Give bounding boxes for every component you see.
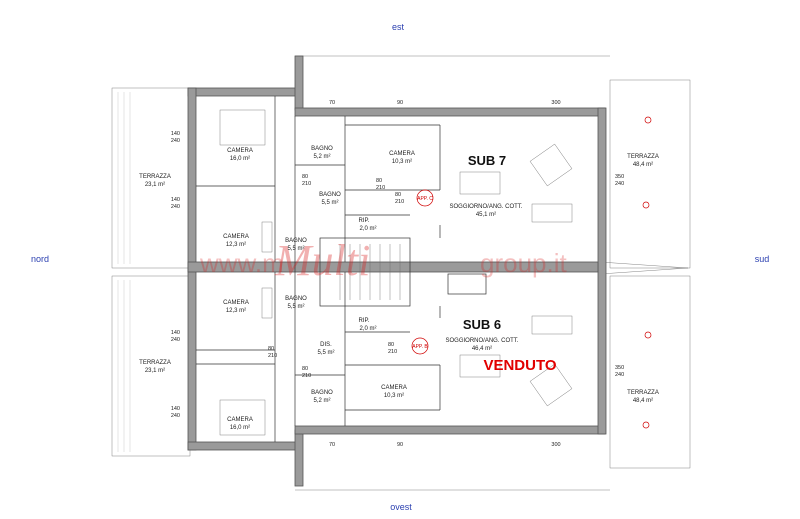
unit-sub7-label: SUB 7 [468, 153, 506, 168]
room-camera-bottom-right: CAMERA [381, 385, 407, 391]
dim-90: 90 [397, 100, 403, 106]
dimension-labels: 140 240 140 240 140 240 140 240 350 240 … [171, 100, 624, 448]
room-bagno-mid-bottom: BAGNO [285, 296, 307, 302]
area-bagno-top-b: 5,5 m² [321, 200, 338, 206]
sold-badge: VENDUTO [483, 357, 556, 374]
area-camera-top-right: 10,3 m² [392, 159, 412, 165]
dim-210: 210 [302, 181, 311, 187]
room-soggiorno-bottom: SOGGIORNO/ANG. COTT. [445, 338, 518, 344]
dim-240: 240 [615, 372, 624, 378]
watermark-suffix: group.it [480, 248, 567, 278]
terrace-hatching [117, 92, 131, 452]
dim-210: 210 [388, 349, 397, 355]
area-camera-bottom-left: 16,0 m² [230, 425, 250, 431]
dim-210: 210 [376, 185, 385, 191]
dim-140: 140 [171, 406, 180, 412]
dim-350: 350 [615, 365, 624, 371]
room-camera-mid-bottom: CAMERA [223, 300, 249, 306]
area-rip-bottom: 2,0 m² [359, 326, 376, 332]
app-b-marker [411, 337, 429, 355]
area-terrazza-ne: 48,4 m² [633, 162, 653, 168]
dim-80: 80 [302, 174, 308, 180]
area-bagno-mid-top: 5,5 m² [287, 246, 304, 252]
area-bagno-top-a: 5,2 m² [313, 154, 330, 160]
unit-sub6-label: SUB 6 [463, 317, 501, 332]
dim-240: 240 [615, 181, 624, 187]
room-rip-bottom: RIP. [359, 318, 370, 324]
dim-80: 80 [268, 346, 274, 352]
dim-240: 240 [171, 204, 180, 210]
area-terrazza-se: 48,4 m² [633, 398, 653, 404]
area-camera-mid-bottom: 12,3 m² [226, 308, 246, 314]
dim-80: 80 [376, 178, 382, 184]
area-soggiorno-top: 45,1 m² [476, 212, 496, 218]
room-terrazza-sw: TERRAZZA [139, 360, 171, 366]
room-soggiorno-top: SOGGIORNO/ANG. COTT. [449, 204, 522, 210]
room-bagno-top-b: BAGNO [319, 192, 341, 198]
dim-300: 300 [551, 442, 560, 448]
app-c-label: APP. C [417, 196, 433, 202]
watermark-brand: Multi [274, 236, 370, 285]
dim-210: 210 [395, 199, 404, 205]
area-soggiorno-bottom: 46,4 m² [472, 346, 492, 352]
dim-140: 140 [171, 131, 180, 137]
room-terrazza-ne: TERRAZZA [627, 154, 659, 160]
compass-north: nord [31, 254, 49, 264]
interior-walls [196, 96, 487, 442]
room-camera-mid-top: CAMERA [223, 234, 249, 240]
watermark: Multi group.it www.m [199, 236, 567, 285]
room-bagno-bottom: BAGNO [311, 390, 333, 396]
area-bagno-bottom: 5,2 m² [313, 398, 330, 404]
area-dis: 5,5 m² [317, 350, 334, 356]
dim-350: 350 [615, 174, 624, 180]
furniture [219, 109, 573, 436]
area-camera-top-left: 16,0 m² [230, 156, 250, 162]
area-bagno-mid-bottom: 5,5 m² [287, 304, 304, 310]
room-dis: DIS. [320, 342, 332, 348]
room-camera-top-right: CAMERA [389, 151, 415, 157]
app-c-marker [416, 189, 434, 207]
room-camera-top-left: CAMERA [227, 148, 253, 154]
room-terrazza-nw: TERRAZZA [139, 174, 171, 180]
dim-80: 80 [302, 366, 308, 372]
compass-south: sud [755, 254, 770, 264]
stairs [339, 244, 401, 300]
light-markers [642, 116, 652, 429]
watermark-site: www.m [199, 248, 284, 278]
dim-80: 80 [395, 192, 401, 198]
dim-240: 240 [171, 413, 180, 419]
room-rip-top: RIP. [359, 218, 370, 224]
room-bagno-mid-top: BAGNO [285, 238, 307, 244]
area-camera-mid-top: 12,3 m² [226, 242, 246, 248]
room-bagno-top-a: BAGNO [311, 146, 333, 152]
dim-140: 140 [171, 197, 180, 203]
room-camera-bottom-left: CAMERA [227, 417, 253, 423]
app-b-label: APP. B [412, 344, 428, 350]
dim-140: 140 [171, 330, 180, 336]
outer-walls [187, 55, 607, 487]
dim-240: 240 [171, 337, 180, 343]
terrace-outlines [111, 55, 691, 491]
dim-80: 80 [388, 342, 394, 348]
dim-210: 210 [302, 373, 311, 379]
dim-90: 90 [397, 442, 403, 448]
dim-210: 210 [268, 353, 277, 359]
area-terrazza-sw: 23,1 m² [145, 368, 165, 374]
room-terrazza-se: TERRAZZA [627, 390, 659, 396]
dim-300: 300 [551, 100, 560, 106]
area-camera-bottom-right: 10,3 m² [384, 393, 404, 399]
dim-70: 70 [329, 442, 335, 448]
compass-east: est [392, 22, 405, 32]
area-rip-top: 2,0 m² [359, 226, 376, 232]
area-terrazza-nw: 23,1 m² [145, 182, 165, 188]
dim-240: 240 [171, 138, 180, 144]
compass-west: ovest [390, 502, 412, 512]
dim-70: 70 [329, 100, 335, 106]
